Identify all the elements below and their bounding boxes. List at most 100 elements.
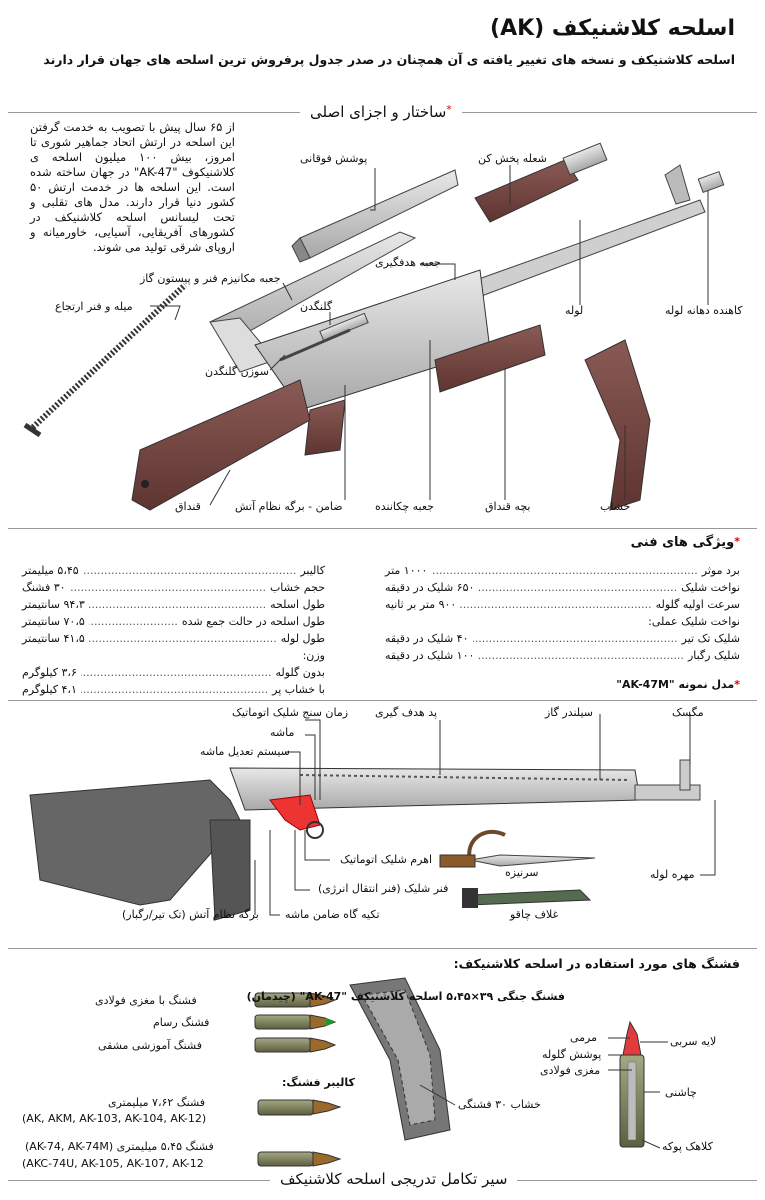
star-icon: * — [734, 678, 740, 691]
recoil-spring-part — [23, 282, 188, 438]
label-gas-piston: جعبه مکانیزم فنر و پیستون گاز — [140, 272, 281, 285]
spec-value: ۳،۶ کیلوگرم — [22, 666, 77, 679]
label-barrel-nut: مهره لوله — [650, 868, 695, 881]
spec-label: با خشاب پر — [272, 683, 325, 696]
label-auto-lever: اهرم شلیک اتوماتیک — [340, 853, 433, 866]
label-cal-545: فشنگ ۵،۴۵ میلیمتری (AK-74, AK-74M) — [25, 1140, 214, 1153]
bolt-part — [279, 312, 369, 362]
spec-leader-dots — [26, 649, 299, 662]
cartridge-762 — [257, 1099, 342, 1116]
label-bayonet: سرنیزه — [505, 866, 539, 879]
label-mech-rear-sight: پد هدف گیری — [375, 706, 438, 719]
label-ammo-tracer: فشنگ رسام — [153, 1016, 210, 1029]
label-flash-hider: شعله پخش کن — [478, 152, 547, 165]
sling-hole-icon — [141, 480, 149, 488]
label-firing-pin: سوزن گلنگدن — [205, 365, 269, 378]
divider-ammo — [8, 948, 757, 949]
label-handguard: بچه قنداق — [485, 500, 531, 513]
ammo-title: فشنگ های مورد استفاده در اسلحه کلاشنیکف: — [453, 956, 740, 971]
label-bolt: گلنگدن — [300, 300, 333, 313]
sheath — [462, 888, 592, 908]
spec-value: ۳۰ فشنگ — [22, 581, 66, 594]
spec-value: ۱۰۰ شلیک در دقیقه — [385, 649, 475, 662]
structure-section-title: *ساختار و اجزای اصلی — [300, 103, 462, 121]
spec-leader-dots: ........................................… — [83, 564, 297, 577]
spec-label: نواخت شلیک — [681, 581, 740, 594]
spec-value: ۴۰ شلیک در دقیقه — [385, 632, 469, 645]
spec-label: برد موثر — [701, 564, 740, 577]
spec-label: وزن: — [302, 649, 325, 662]
label-handguard-top: پوشش فوقانی — [300, 152, 368, 165]
handguard-lower-part — [434, 324, 546, 393]
spec-leader-dots: ........................................… — [478, 649, 684, 662]
spec-row: کالیبر..................................… — [22, 564, 325, 577]
spec-value: ۴۱،۵ سانتیمتر — [22, 632, 85, 645]
rifle-body — [254, 164, 706, 456]
spec-row: شلیک رگبار..............................… — [385, 649, 740, 662]
spec-label: شلیک رگبار — [687, 649, 740, 662]
footer-title: سیر تکامل تدریجی اسلحه کلاشنیکف — [270, 1170, 518, 1188]
label-layer-core: مغزی فولادی — [540, 1064, 601, 1077]
magazine-30 — [349, 977, 451, 1141]
divider-specs — [8, 528, 757, 529]
spec-row: سرعت اولیه گلوله........................… — [385, 598, 740, 611]
cartridge-training — [254, 1037, 337, 1053]
spec-value: ۹۴،۳ سانتیمتر — [22, 598, 85, 611]
spec-row: نواخت شلیک..............................… — [385, 581, 740, 594]
spec-row: برد موثر................................… — [385, 564, 740, 577]
spec-label: شلیک تک تیر — [681, 632, 740, 645]
spec-leader-dots: ........................................… — [81, 683, 269, 696]
spec-value: ۷۰،۵ سانتیمتر — [22, 615, 85, 628]
spec-value: ۵،۴۵ میلیمتر — [22, 564, 79, 577]
spec-value: ۹۰۰ متر بر ثانیه — [385, 598, 457, 611]
label-trigger-system: سیستم تعدیل ماشه — [200, 745, 290, 758]
page-title: اسلحه کلاشنیکف (AK) — [490, 16, 735, 41]
bayonet — [439, 829, 596, 868]
star-icon: * — [446, 103, 452, 116]
label-rear-sight: جعبه هدفگیری — [375, 256, 441, 269]
spec-leader-dots: ........................................… — [431, 564, 698, 577]
label-fire-selector: برگه نظام آتش (تک تیر/رگبار) — [122, 908, 259, 921]
label-auto-timer: زمان سنج شلیک اتوماتیک — [232, 706, 349, 719]
model-note: *مدل نمونه "AK-47M" — [616, 678, 740, 691]
intro-text: از ۶۵ سال پیش با تصویب به خدمت گرفتن این… — [30, 120, 236, 254]
label-hammer-spring: فنر شلیک (فنر انتقال انرژی) — [318, 882, 449, 895]
cartridge-steel — [254, 992, 337, 1008]
label-magazine-30: خشاب ۳۰ فشنگی — [458, 1098, 541, 1111]
page-subtitle: اسلحه کلاشنیکف و نسخه های تغییر یافته ی … — [43, 52, 735, 67]
spec-row: نواخت شلیک عملی: — [385, 615, 740, 628]
label-stock: قنداق — [175, 500, 201, 513]
label-magazine: خشاب — [600, 500, 631, 513]
spec-label: طول لوله — [280, 632, 325, 645]
spec-leader-dots: ........................................… — [89, 598, 267, 611]
rifle-cutaway — [29, 759, 701, 921]
spec-row: حجم خشاب................................… — [22, 581, 325, 594]
label-recoil-spring: میله و فنر ارتجاع — [55, 300, 133, 313]
spec-leader-dots: ........................................… — [478, 581, 678, 594]
leader-lines-ammo — [419, 1037, 668, 1149]
label-layer-powder: چاشنی — [665, 1086, 697, 1099]
label-barrel: لوله — [565, 304, 584, 317]
flash-hider-part — [474, 142, 608, 223]
spec-label: بدون گلوله — [275, 666, 325, 679]
spec-label: کالیبر — [300, 564, 325, 577]
label-layer-lead: لایه سربی — [670, 1035, 717, 1048]
spec-leader-dots — [389, 615, 644, 628]
label-cal-762: فشنگ ۷،۶۲ میلیمتری — [108, 1096, 206, 1109]
spec-value: ۴،۱ کیلوگرم — [22, 683, 77, 696]
spec-label: طول اسلحه در حالت جمع شده — [181, 615, 325, 628]
specs-title: *ویژگی های فنی — [630, 535, 740, 550]
leader-lines-mechanism — [254, 714, 716, 916]
spec-leader-dots: ........................................… — [80, 666, 272, 679]
label-cal-762-models: (AK, AKM, AK-103, AK-104, AK-12) — [22, 1112, 207, 1125]
label-receiver: جعبه چکاننده — [375, 500, 434, 513]
label-layer-jacket: پوشش گلوله — [542, 1048, 602, 1061]
spec-row: بدون گلوله..............................… — [22, 666, 325, 679]
spec-value: ۶۵۰ شلیک در دقیقه — [385, 581, 475, 594]
handguard-top — [291, 169, 459, 263]
label-muzzle-brake: کاهنده دهانه لوله — [665, 304, 743, 317]
spec-leader-dots: ........................................… — [70, 581, 266, 594]
stock-part — [131, 379, 311, 511]
label-cal-545-models: (AKC-74U, AK-105, AK-107, AK-12 — [22, 1157, 204, 1170]
spec-row: شلیک تک تیر.............................… — [385, 632, 740, 645]
